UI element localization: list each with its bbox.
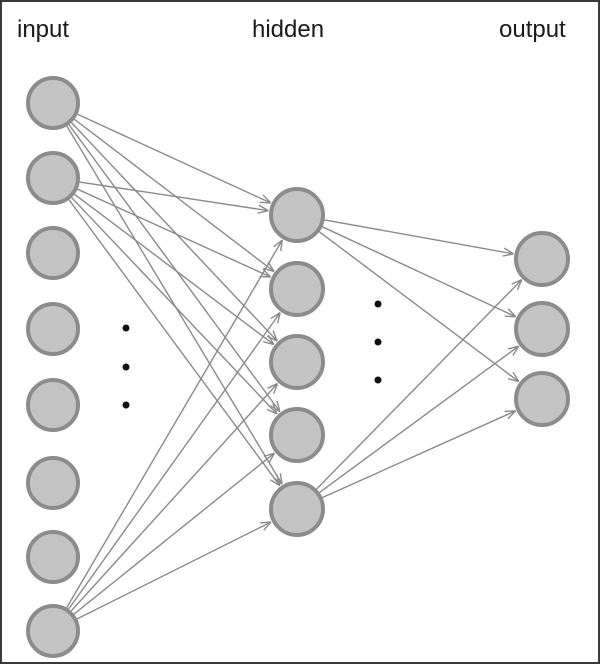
neuron-node-i7 — [26, 530, 80, 584]
arrowhead — [502, 253, 514, 257]
arrowhead — [503, 247, 514, 255]
connection-edge — [77, 188, 271, 278]
ellipsis-dot-input-2 — [122, 363, 130, 371]
neuron-node-o1 — [514, 231, 570, 287]
arrowhead — [259, 201, 271, 204]
connection-edge — [77, 113, 271, 204]
neuron-node-i8 — [26, 604, 80, 658]
arrowhead — [508, 378, 519, 383]
connection-edge — [79, 181, 269, 212]
connection-edge — [68, 312, 281, 610]
arrowhead — [263, 521, 272, 531]
connection-edge — [68, 124, 281, 413]
neuron-node-i5 — [26, 378, 80, 432]
edge-group — [66, 113, 523, 620]
arrowhead — [273, 239, 283, 248]
ellipsis-dot-hidden-3 — [374, 376, 382, 384]
arrowhead — [262, 194, 272, 204]
connection-edge — [319, 345, 520, 493]
connection-edge — [322, 226, 517, 318]
arrowhead — [507, 308, 517, 318]
arrowhead — [267, 334, 275, 345]
connection-edge — [316, 279, 523, 490]
arrowhead — [273, 383, 279, 395]
neuron-node-h4 — [269, 407, 325, 463]
ellipsis-dot-input-3 — [122, 401, 130, 409]
arrowhead — [279, 239, 284, 251]
arrowhead — [266, 408, 278, 415]
arrowhead — [272, 330, 278, 342]
connection-edge — [74, 193, 275, 346]
arrowhead — [511, 279, 522, 285]
ellipsis-dot-hidden-1 — [374, 300, 382, 308]
arrowhead — [507, 410, 517, 420]
arrowhead — [260, 521, 272, 524]
connection-edge — [73, 452, 275, 615]
node-group — [26, 76, 570, 658]
neuron-node-i1 — [26, 76, 80, 130]
arrowhead — [516, 279, 523, 291]
connection-edge — [71, 122, 278, 342]
neuron-node-i6 — [26, 456, 80, 510]
ellipsis-group — [122, 300, 382, 409]
layer-label-output: output — [499, 16, 566, 43]
neuron-node-i3 — [26, 226, 80, 280]
arrowhead — [263, 340, 275, 346]
arrowhead — [272, 403, 278, 415]
neuron-node-i2 — [26, 151, 80, 205]
neuron-node-h5 — [269, 481, 325, 537]
layer-label-hidden: hidden — [252, 16, 325, 43]
ellipsis-dot-input-1 — [122, 324, 130, 332]
neuron-node-i4 — [26, 302, 80, 356]
arrowhead — [258, 204, 269, 212]
connection-edge — [76, 521, 272, 620]
arrowhead — [263, 452, 275, 458]
neuron-node-h1 — [269, 187, 325, 243]
arrowhead — [512, 345, 520, 356]
arrowhead — [270, 312, 281, 320]
connection-edge — [68, 199, 281, 487]
arrowhead — [276, 400, 281, 412]
arrowhead — [512, 371, 520, 382]
neuron-node-o2 — [514, 301, 570, 357]
connection-edge — [74, 118, 275, 272]
connection-edge — [322, 410, 516, 499]
neuron-node-o3 — [514, 371, 570, 427]
layer-label-input: input — [17, 16, 70, 43]
arrowhead — [507, 345, 519, 350]
arrowhead — [267, 382, 278, 389]
arrowhead — [270, 479, 281, 487]
arrowhead — [276, 312, 281, 324]
arrowhead — [279, 473, 283, 485]
arrowhead — [276, 474, 281, 486]
neuron-node-h3 — [269, 334, 325, 390]
ellipsis-dot-hidden-2 — [374, 338, 382, 346]
connection-edge — [324, 219, 514, 255]
neuron-node-h2 — [269, 261, 325, 317]
connection-edge — [71, 197, 278, 415]
arrowhead — [504, 315, 516, 318]
connection-edge — [70, 383, 279, 612]
arrowhead — [268, 452, 275, 464]
connection-edge — [318, 231, 520, 383]
connection-edge — [66, 239, 283, 609]
arrowhead — [257, 209, 269, 214]
